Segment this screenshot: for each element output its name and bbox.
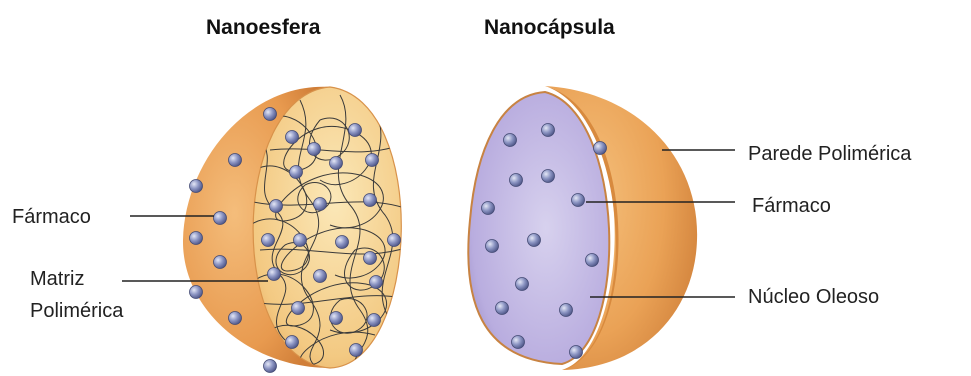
label-matrix-line2: Polimérica <box>30 298 123 324</box>
label-matrix-line1: Matriz <box>30 266 84 292</box>
label-oily-core: Núcleo Oleoso <box>748 284 879 310</box>
label-drug-right: Fármaco <box>752 193 831 219</box>
nanosphere-matrix-face <box>253 87 401 368</box>
label-polymer-wall: Parede Polimérica <box>748 141 911 167</box>
label-drug-left: Fármaco <box>12 204 91 230</box>
nanocapsule-oily-core <box>468 92 609 364</box>
